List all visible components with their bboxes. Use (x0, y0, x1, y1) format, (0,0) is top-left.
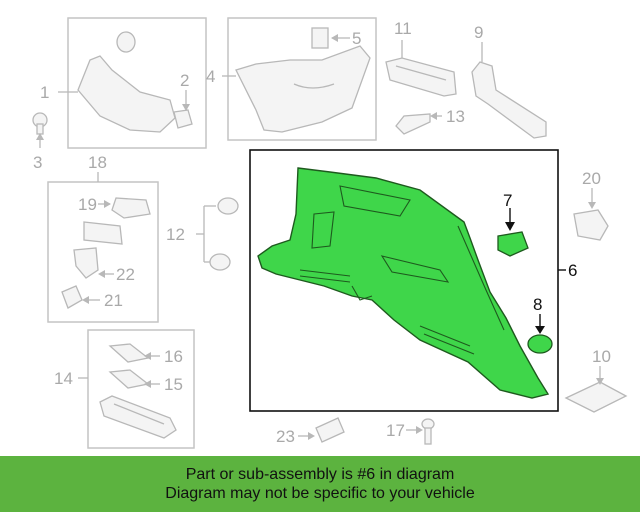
part-23-retainer-icon (315, 417, 345, 443)
banner-line-2: Diagram may not be specific to your vehi… (165, 485, 475, 502)
callout-7: 7 (503, 191, 512, 210)
callout-10: 10 (592, 347, 611, 366)
part-4-panel-icon (235, 45, 371, 133)
callout-6: 6 (568, 261, 577, 280)
callout-13: 13 (446, 107, 465, 126)
callout-19: 19 (78, 195, 97, 214)
callout-12: 12 (166, 225, 185, 244)
part-17-pin-icon (421, 418, 435, 445)
callout-14: 14 (54, 369, 73, 388)
callout-4: 4 (206, 67, 215, 86)
group-box-4 (227, 17, 377, 141)
callout-15: 15 (164, 375, 183, 394)
callout-16: 16 (164, 347, 183, 366)
part-2-clip-icon (173, 109, 193, 129)
group-box-14 (87, 329, 195, 449)
group-box-1 (67, 17, 207, 149)
part-12-fastener-icon (209, 197, 239, 271)
part-9-bar-icon (471, 61, 547, 139)
part-11-tray-icon (385, 57, 457, 97)
part-trim-plate-icon (83, 221, 123, 245)
callout-5: 5 (352, 29, 361, 48)
part-19-lamp-icon (111, 197, 151, 219)
part-13-bracket-icon (395, 113, 431, 135)
group-box-18 (47, 181, 159, 323)
callout-1: 1 (40, 83, 49, 102)
callout-8: 8 (533, 295, 542, 314)
part-10-pad-icon (564, 381, 628, 413)
part-tray-icon (99, 395, 177, 439)
callout-3: 3 (33, 153, 42, 172)
part-8-clip-icon[interactable] (527, 334, 553, 354)
part-20-switch-icon (573, 209, 609, 241)
part-7-clip-icon[interactable] (497, 231, 529, 257)
callout-2: 2 (180, 71, 189, 90)
callout-17: 17 (386, 421, 405, 440)
banner-line-1: Part or sub-assembly is #6 in diagram (185, 466, 455, 483)
callout-18: 18 (88, 153, 107, 172)
callout-20: 20 (582, 169, 601, 188)
main-assembly-box (249, 149, 559, 412)
callout-21: 21 (104, 291, 123, 310)
callout-23: 23 (276, 427, 295, 446)
part-16-strip-icon (108, 343, 150, 363)
info-banner: Part or sub-assembly is #6 in diagram Di… (0, 456, 640, 512)
callout-9: 9 (474, 23, 483, 42)
part-3-screw-icon (32, 112, 48, 135)
part-5-clip-icon (311, 27, 329, 49)
part-6-quarter-trim-panel-icon[interactable] (257, 167, 550, 399)
part-22-hook-icon (73, 247, 99, 279)
part-1-trim-icon (77, 31, 176, 133)
parts-diagram: 1 2 3 4 5 11 13 9 18 (32, 17, 628, 449)
part-15-strip-icon (108, 369, 150, 389)
callout-22: 22 (116, 265, 135, 284)
callout-11: 11 (394, 19, 412, 38)
part-21-socket-icon (61, 285, 83, 309)
